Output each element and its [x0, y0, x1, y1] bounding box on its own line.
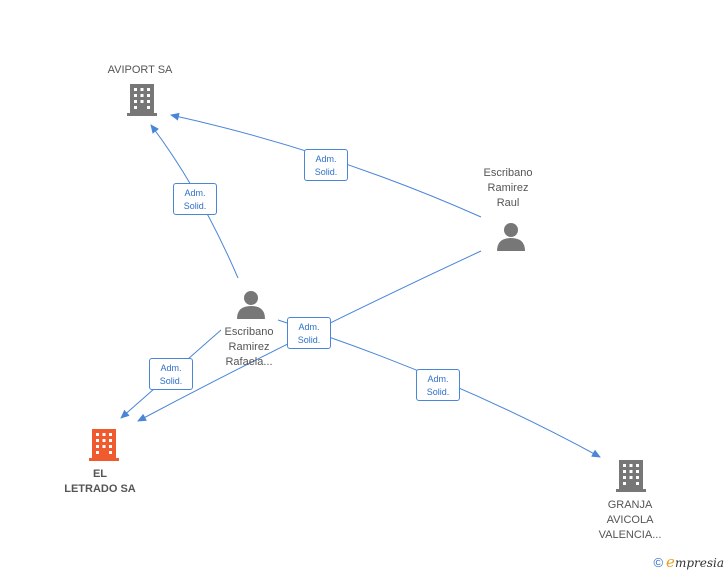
person-icon[interactable] — [497, 223, 525, 251]
empresia-logo[interactable]: empresia — [666, 553, 724, 571]
edge-label-line: Adm. — [427, 374, 449, 384]
building-icon-main[interactable] — [89, 429, 119, 461]
person-name-line: Ramirez — [228, 341, 270, 353]
brand-rest: mpresia — [674, 556, 724, 570]
footer-brand: © empresia — [653, 553, 724, 571]
edge-label-line: Adm. — [160, 363, 182, 373]
company-name-line: EL — [92, 468, 108, 480]
node-label-raul[interactable]: Escribano Ramirez Raul — [468, 166, 548, 211]
person-name-line: Rafaela... — [225, 356, 273, 368]
edge-label-line: Adm. — [315, 154, 337, 164]
edge-label-rafaela-el-letrado[interactable]: Adm. Solid. — [149, 358, 193, 390]
edge-label-raul-el-letrado[interactable]: Adm. Solid. — [287, 317, 331, 349]
building-icon[interactable] — [127, 84, 157, 116]
company-name-line: VALENCIA... — [598, 529, 662, 541]
person-name-line: Ramirez — [487, 182, 529, 194]
person-name-line: Escribano — [483, 167, 533, 179]
edge-label-rafaela-granja[interactable]: Adm. Solid. — [416, 369, 460, 401]
node-label-aviport[interactable]: AVIPORT SA — [100, 63, 180, 78]
edge-label-raul-aviport[interactable]: Adm. Solid. — [304, 149, 348, 181]
edge-label-line: Adm. — [298, 322, 320, 332]
edge-label-line: Solid. — [159, 376, 183, 386]
edge-label-line: Solid. — [314, 167, 338, 177]
company-name-line: AVICOLA — [606, 514, 654, 526]
node-label-rafaela[interactable]: Escribano Ramirez Rafaela... — [209, 325, 289, 370]
brand-initial: e — [666, 553, 675, 571]
person-name-line: Escribano — [224, 326, 274, 338]
person-icon[interactable] — [237, 291, 265, 319]
building-icon[interactable] — [616, 460, 646, 492]
node-label-el-letrado[interactable]: EL LETRADO SA — [50, 467, 150, 497]
edge-label-line: Solid. — [297, 335, 321, 345]
company-name: AVIPORT SA — [107, 64, 173, 76]
node-label-granja[interactable]: GRANJA AVICOLA VALENCIA... — [590, 498, 670, 543]
copyright-icon: © — [653, 554, 664, 570]
edge-label-rafaela-aviport[interactable]: Adm. Solid. — [173, 183, 217, 215]
company-name-line: LETRADO SA — [64, 483, 136, 495]
edge-label-line: Adm. — [184, 188, 206, 198]
edge-label-line: Solid. — [426, 387, 450, 397]
company-name-line: GRANJA — [607, 499, 653, 511]
edge-label-line: Solid. — [183, 201, 207, 211]
person-name-line: Raul — [496, 197, 520, 209]
